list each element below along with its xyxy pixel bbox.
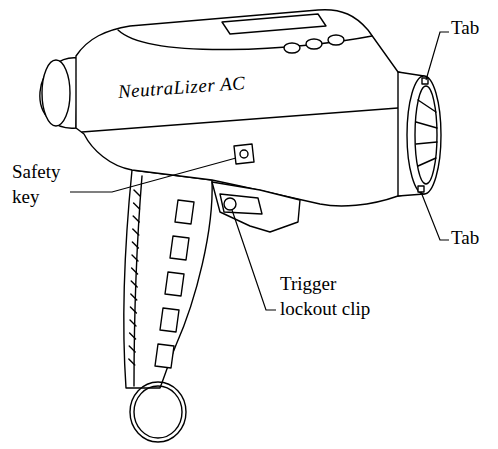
top-window: [222, 14, 326, 34]
grip-rib: [132, 255, 138, 261]
lanyard-ring: [130, 382, 186, 442]
leader-line: [232, 210, 276, 310]
grip-edge: [134, 176, 142, 386]
grip-grooves: [155, 200, 194, 368]
grip: [124, 170, 212, 388]
part-label: Trigger lockout clip: [280, 272, 394, 321]
grip-rib: [133, 216, 139, 222]
grip-rib: [129, 346, 135, 352]
lanyard-ring-inner: [134, 386, 182, 438]
leader-line: [421, 192, 449, 240]
grip-groove: [160, 308, 179, 332]
leader-line: [426, 32, 449, 80]
rear-knob-face: [42, 60, 70, 126]
grip-rib: [134, 190, 140, 196]
grip-rib: [133, 229, 139, 235]
nozzle-vanes: [416, 100, 437, 166]
grip-rib: [130, 307, 136, 313]
button: [328, 35, 344, 45]
safety-key-hole: [240, 150, 248, 158]
grip-rib: [134, 203, 140, 209]
grip-rib: [132, 242, 138, 248]
grip-groove: [170, 236, 189, 260]
part-label: Safety key: [12, 160, 74, 209]
leader-lines: [70, 32, 449, 310]
button: [306, 39, 322, 49]
trigger-lockout-clip: [220, 194, 262, 214]
clip-pin: [224, 198, 236, 210]
trigger: [212, 182, 300, 232]
nozzle-opening: [407, 76, 441, 194]
grip-rib: [131, 281, 137, 287]
grip-ribs: [129, 190, 140, 365]
grip-rib: [131, 294, 137, 300]
body-seam: [82, 108, 398, 132]
grip-rib: [130, 320, 136, 326]
button: [284, 43, 300, 53]
grip-groove: [165, 272, 184, 296]
grip-rib: [129, 359, 135, 365]
tab-top: [422, 78, 428, 84]
part-label: Tab: [451, 226, 495, 251]
grip-rib: [130, 333, 136, 339]
housing: [76, 10, 420, 206]
grip-groove: [175, 200, 194, 224]
grip-rib: [132, 268, 138, 274]
nozzle-inner: [415, 86, 437, 184]
grip-groove: [155, 344, 174, 368]
leader-line: [70, 158, 236, 192]
safety-key: [234, 144, 254, 164]
tab-bottom: [418, 186, 424, 192]
part-label: Tab: [451, 16, 495, 41]
rear-knob: [40, 58, 78, 128]
